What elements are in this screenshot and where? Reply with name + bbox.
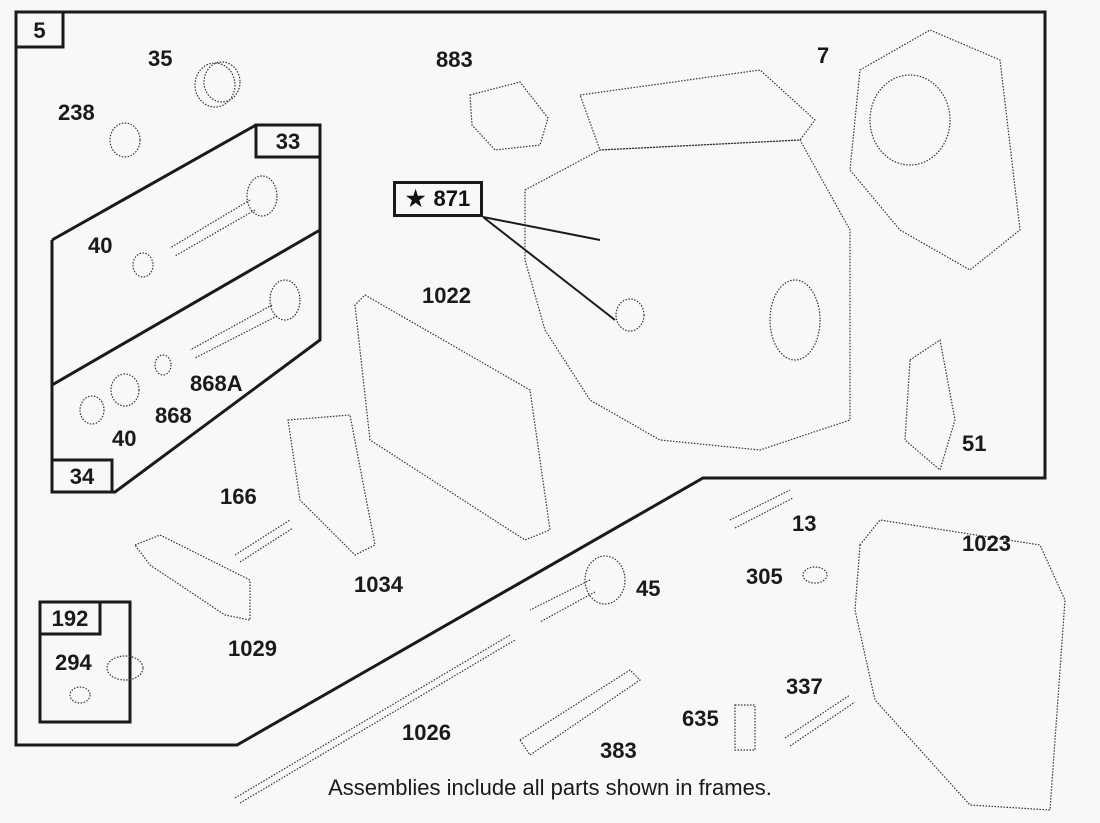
kit-frame-label-box [38, 600, 102, 636]
part-rocker-1029 [134, 534, 251, 621]
star-icon: ★ [405, 186, 426, 211]
part-kit-294 [69, 655, 144, 704]
part-fitting-635 [734, 704, 756, 751]
label-635: 635 [682, 706, 719, 731]
frame-34-label-box [50, 458, 114, 494]
part-valve-cover-1023 [854, 519, 1066, 811]
label-1034: 1034 [354, 572, 403, 597]
part-valve-lower [79, 279, 301, 425]
callout-number: 871 [433, 186, 471, 211]
label-383: 383 [600, 738, 637, 763]
label-868A: 868A [190, 371, 243, 396]
label-45: 45 [636, 576, 661, 601]
label-40-upper: 40 [88, 233, 113, 258]
frame-33-number: 33 [275, 129, 301, 154]
part-gasket-1022 [354, 294, 551, 541]
label-166: 166 [220, 484, 257, 509]
label-13: 13 [792, 511, 817, 536]
part-spring-35 [194, 61, 241, 108]
main-frame-number: 5 [33, 18, 46, 43]
part-head-gasket-7 [849, 29, 1021, 271]
callout-leader-1 [482, 216, 601, 241]
callout-871: ★ 871 [393, 181, 483, 217]
label-868: 868 [155, 403, 192, 428]
part-bolt-13 [729, 489, 794, 529]
valve-frame-divider [51, 228, 321, 387]
label-1026: 1026 [402, 720, 451, 745]
label-305: 305 [746, 564, 783, 589]
part-pushrod-1026 [234, 634, 516, 804]
label-337: 337 [786, 674, 823, 699]
footer-note: Assemblies include all parts shown in fr… [328, 775, 772, 800]
label-294: 294 [55, 650, 92, 675]
label-238: 238 [58, 100, 95, 125]
frame-33-label-box [254, 123, 322, 159]
part-gasket-883 [469, 81, 549, 151]
part-cap-238 [109, 122, 141, 158]
part-screw-305 [802, 566, 828, 584]
label-51: 51 [962, 431, 987, 456]
label-40-lower: 40 [112, 426, 137, 451]
label-883: 883 [436, 47, 473, 72]
callout-leader-2 [482, 216, 616, 321]
frame-34-number: 34 [69, 464, 95, 489]
label-1022: 1022 [422, 283, 471, 308]
part-cylinder-head-871 [524, 69, 851, 451]
label-1029: 1029 [228, 636, 277, 661]
label-35: 35 [148, 46, 173, 71]
frame-192-number: 192 [51, 606, 89, 631]
main-frame-outline [14, 10, 1047, 747]
part-valve-upper [132, 175, 278, 278]
label-1023: 1023 [962, 531, 1011, 556]
part-spark-plug-337 [784, 694, 856, 747]
part-stud-166 [234, 519, 294, 563]
part-tool-383 [519, 669, 641, 756]
part-guide-45 [529, 555, 626, 623]
main-frame-label-box [14, 10, 65, 49]
part-breather-1034 [287, 414, 376, 556]
label-7: 7 [817, 43, 830, 68]
part-gasket-51 [904, 338, 956, 472]
